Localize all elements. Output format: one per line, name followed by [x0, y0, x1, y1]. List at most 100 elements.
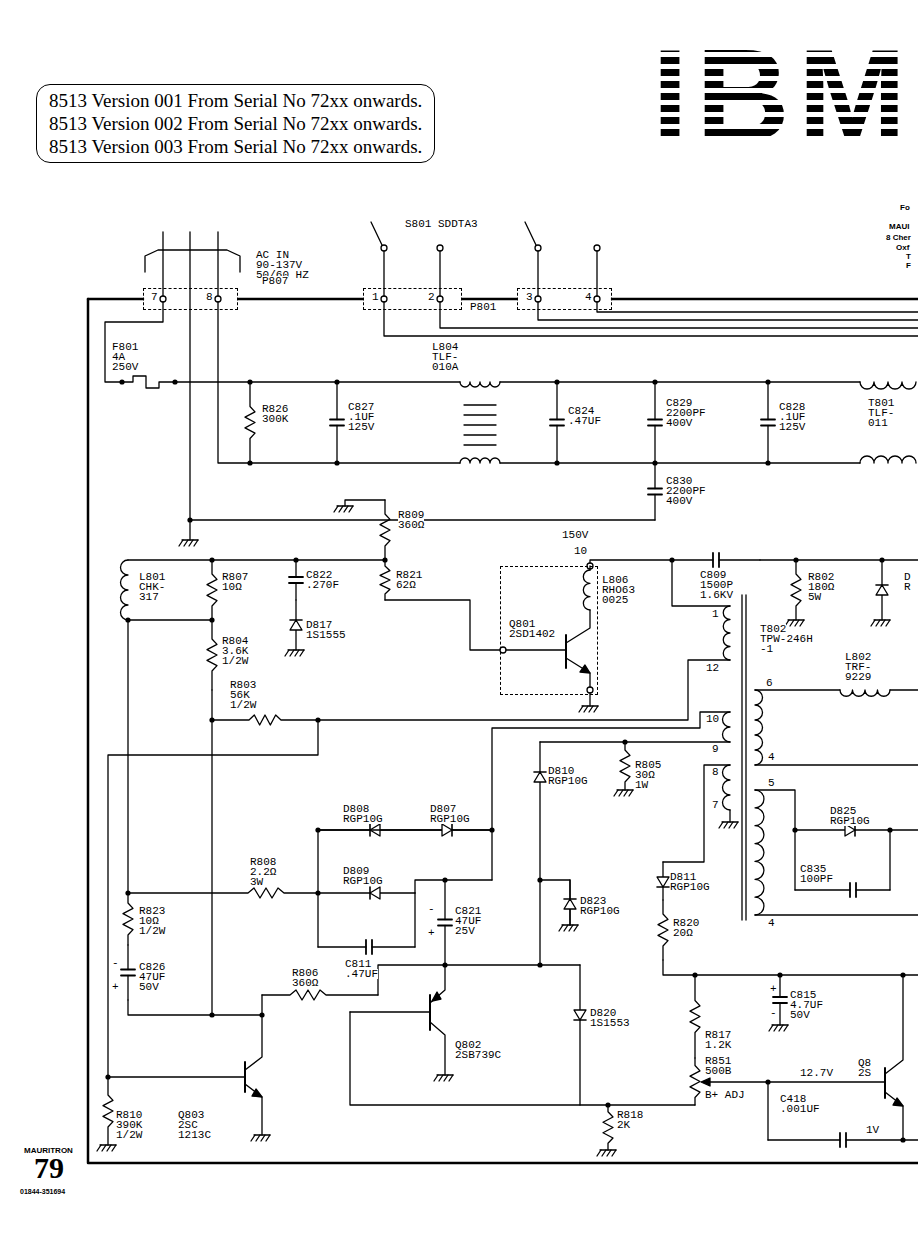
component-label: 125V [348, 422, 374, 432]
diode-symbol [657, 886, 669, 888]
component-label: C811 [345, 959, 371, 969]
inductor-symbol [723, 606, 730, 660]
component-label: 010A [432, 362, 458, 372]
resistor-symbol [380, 500, 390, 560]
component-label: R817 [705, 1030, 731, 1040]
ground-symbol [300, 650, 304, 656]
resistor-symbol [690, 975, 700, 1058]
wire [794, 830, 795, 890]
ground-symbol [600, 1149, 616, 1150]
junction-dot [537, 877, 542, 882]
frame [88, 299, 918, 1163]
component-label: 250V [112, 362, 138, 372]
ground-symbol [881, 620, 885, 626]
ground-symbol [569, 925, 573, 931]
wire [755, 914, 918, 915]
ground-symbol [251, 1135, 255, 1141]
diode-symbol [369, 887, 371, 899]
component-label: 10Ω [222, 582, 242, 592]
component-label: - [770, 1008, 777, 1018]
wire [538, 302, 918, 320]
diode-symbol [370, 887, 380, 899]
component-label: 1213C [178, 1130, 211, 1140]
diode-symbol [451, 824, 453, 836]
ground-symbol [871, 620, 875, 626]
component-label: C821 [455, 906, 481, 916]
junction-dot [554, 379, 559, 384]
component-label: 300K [262, 414, 288, 424]
wire [318, 829, 492, 830]
inductor-symbol [723, 712, 731, 742]
component-label: 12 [706, 663, 719, 673]
junction-dot [900, 1137, 905, 1142]
component-label: R826 [262, 404, 288, 414]
component-label: D [904, 572, 911, 582]
wire [719, 559, 760, 560]
version-box: 8513 Version 001 From Serial No 72xx onw… [36, 84, 435, 163]
wire [439, 251, 440, 296]
junction-dot [247, 460, 252, 465]
pin-terminal [381, 296, 387, 302]
component-label: C826 [139, 962, 165, 972]
wire [128, 559, 385, 560]
component-label: 50V [790, 1010, 810, 1020]
wire [492, 712, 730, 880]
ground-symbol [614, 790, 618, 796]
junction-dot [334, 379, 339, 384]
capacitor-symbol [289, 576, 303, 578]
component-label: 12.7V [800, 1068, 833, 1078]
phone-number: 01844-351694 [20, 1188, 65, 1196]
component-label: 1 [712, 609, 719, 619]
ground-symbol [607, 1150, 611, 1156]
pin-terminal [535, 245, 541, 251]
wire [755, 764, 918, 765]
wire [128, 1000, 212, 1015]
connector-box: 34 [517, 288, 612, 310]
resistor-symbol [212, 715, 318, 725]
connector-box: 12 [363, 288, 462, 310]
inductor-symbol [755, 790, 764, 915]
wire [317, 830, 318, 947]
wire [767, 1082, 768, 1140]
ground-symbol [112, 1145, 116, 1151]
resistor-symbol [262, 990, 378, 1000]
publisher-text: F [906, 261, 911, 270]
wire [890, 689, 918, 690]
inductor-symbol [860, 456, 916, 463]
component-label: 56K [230, 690, 250, 700]
component-label: T801 [868, 398, 894, 408]
component-label: 20Ω [673, 928, 693, 938]
junction-dot [334, 460, 339, 465]
component-label: 47UF [139, 972, 165, 982]
component-label: Q803 [178, 1110, 204, 1120]
wire [556, 382, 557, 420]
ground-symbol [266, 1135, 270, 1141]
ground-symbol [594, 706, 598, 712]
wire [108, 1076, 245, 1077]
ground-symbol [602, 1150, 606, 1156]
capacitor-symbol [121, 969, 135, 971]
publisher-text: T [906, 252, 911, 261]
inductor-symbol [121, 560, 128, 620]
component-label: L806 [602, 575, 628, 585]
wire [444, 880, 445, 920]
component-label: Q8 [858, 1058, 871, 1068]
component-label: 4 [768, 918, 775, 928]
pin-terminal [594, 296, 600, 302]
wire [372, 946, 415, 947]
junction-dot [765, 460, 770, 465]
wire [350, 1011, 430, 1012]
wire [663, 765, 730, 862]
wire [108, 660, 730, 1077]
ground-symbol [349, 506, 353, 512]
pin-number: 8 [206, 292, 213, 302]
inductor-symbol [840, 690, 890, 696]
component-label: D810 [548, 766, 574, 776]
ground-symbol [769, 1025, 773, 1031]
ground-symbol [439, 1075, 443, 1081]
ground-symbol [437, 1074, 453, 1075]
wire [162, 232, 163, 296]
component-label: 10 [706, 714, 719, 724]
ground-symbol [189, 540, 193, 546]
pin-terminal [437, 245, 443, 251]
